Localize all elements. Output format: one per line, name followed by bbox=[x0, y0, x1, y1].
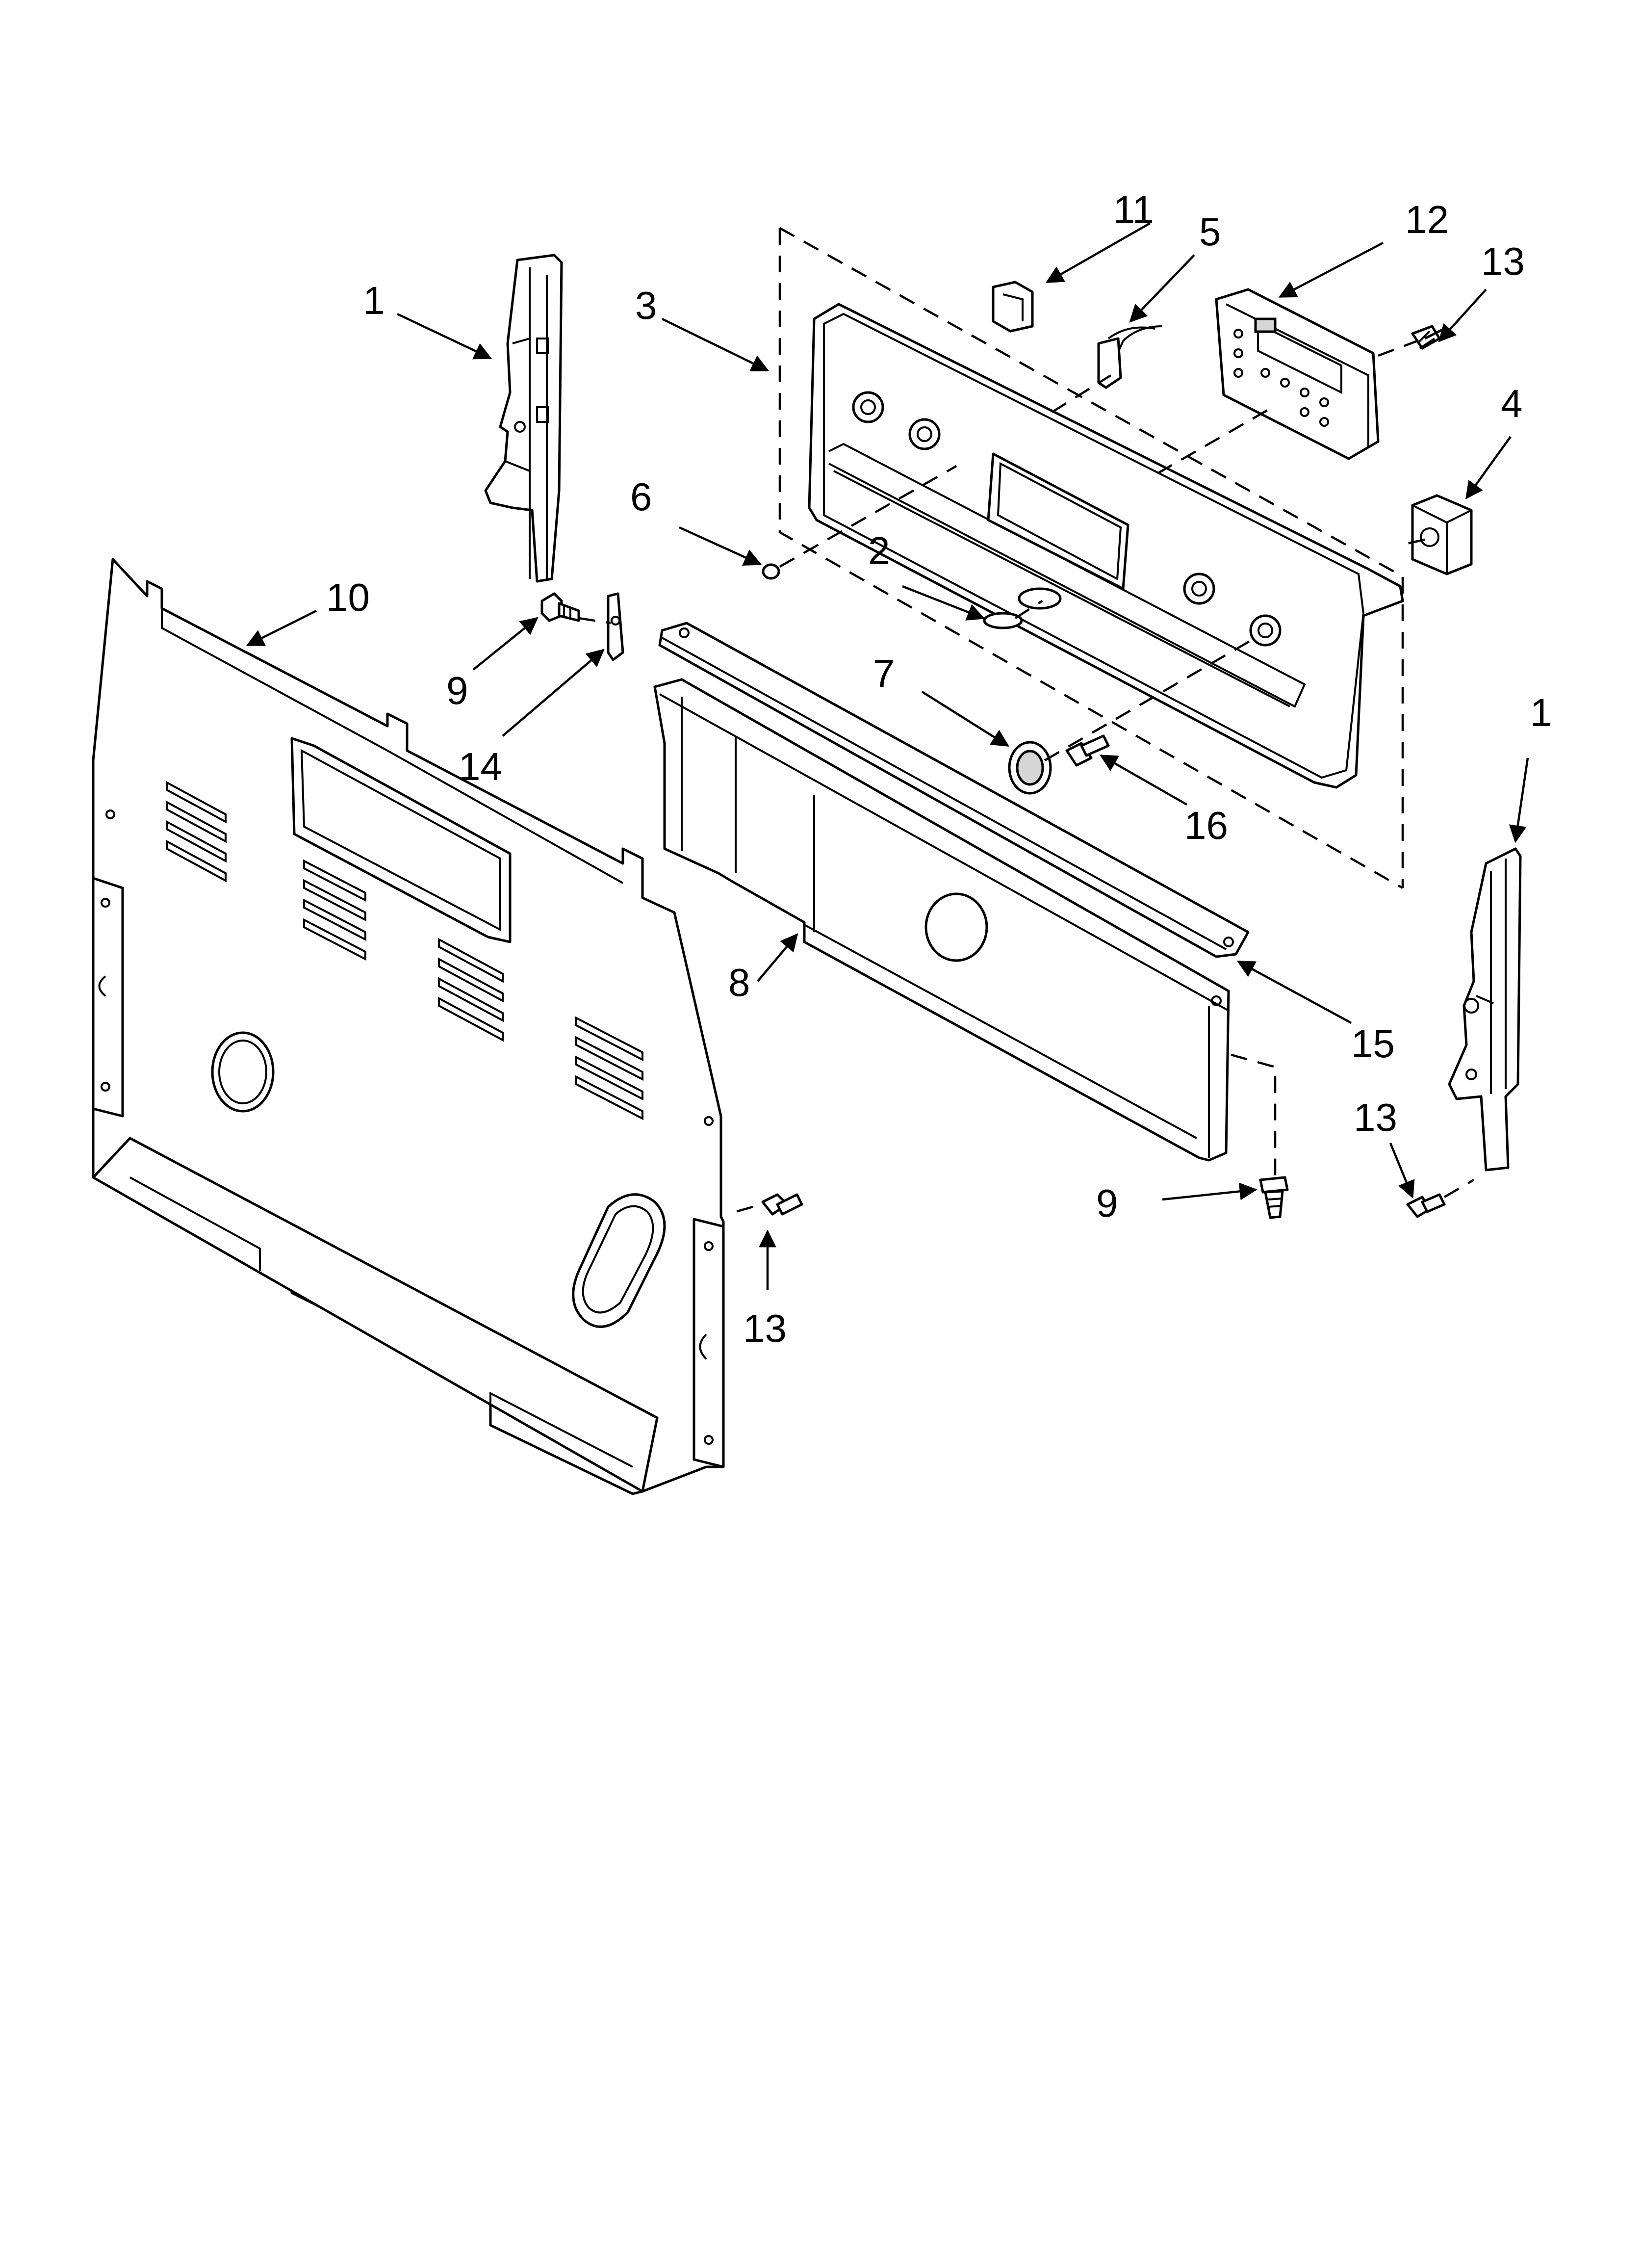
part-5-wire-harness bbox=[1097, 325, 1163, 389]
callout-11: 11 bbox=[1113, 188, 1154, 232]
screw-16 bbox=[1065, 734, 1110, 767]
callout-8: 8 bbox=[728, 961, 750, 1004]
callout-1-left: 1 bbox=[363, 279, 385, 322]
part-10-rear-panel bbox=[92, 558, 725, 1495]
callout-13-right: 13 bbox=[1354, 1095, 1397, 1139]
leader-arrows bbox=[246, 222, 1529, 1290]
screw-13-center bbox=[761, 1193, 803, 1216]
callout-16: 16 bbox=[1184, 804, 1228, 847]
callout-labels: 1 1 2 3 4 5 6 7 8 9 9 10 11 12 13 13 13 … bbox=[326, 188, 1552, 1350]
assembly-dashed-lines bbox=[578, 339, 1475, 1213]
callout-1-right: 1 bbox=[1530, 691, 1552, 734]
callout-2: 2 bbox=[868, 529, 890, 573]
callout-7: 7 bbox=[873, 652, 895, 695]
screw-13-right bbox=[1406, 1193, 1446, 1218]
callout-13-center: 13 bbox=[743, 1306, 787, 1350]
screw-9-upper bbox=[540, 592, 580, 622]
callout-4: 4 bbox=[1501, 382, 1523, 425]
screw-9-lower bbox=[1259, 1176, 1289, 1219]
screw-13-top bbox=[1411, 325, 1445, 350]
callout-9-lower: 9 bbox=[1096, 1181, 1118, 1225]
callout-13-top: 13 bbox=[1481, 239, 1525, 283]
callout-9-upper: 9 bbox=[446, 669, 468, 712]
part-4-switch bbox=[1411, 494, 1473, 575]
part-6-button bbox=[762, 563, 780, 580]
control-panel-console bbox=[808, 303, 1404, 789]
callout-12: 12 bbox=[1405, 198, 1449, 241]
callout-10: 10 bbox=[326, 575, 370, 619]
part-2-lens bbox=[983, 612, 1023, 629]
electronic-control-board bbox=[1215, 288, 1380, 460]
part-14-clip bbox=[607, 592, 624, 661]
left-end-bracket bbox=[484, 254, 563, 583]
callout-15: 15 bbox=[1351, 1022, 1395, 1066]
assembly-outline bbox=[778, 227, 1404, 889]
part-8-manifold-panel bbox=[653, 678, 1230, 1162]
part-7-knob bbox=[1008, 741, 1052, 795]
callout-6: 6 bbox=[630, 475, 652, 519]
part-15-channel bbox=[658, 622, 1250, 958]
right-end-bracket bbox=[1448, 847, 1522, 1172]
callout-14: 14 bbox=[459, 745, 502, 788]
callout-5: 5 bbox=[1199, 210, 1221, 254]
callout-3: 3 bbox=[635, 284, 657, 327]
part-11-clip bbox=[992, 281, 1034, 333]
